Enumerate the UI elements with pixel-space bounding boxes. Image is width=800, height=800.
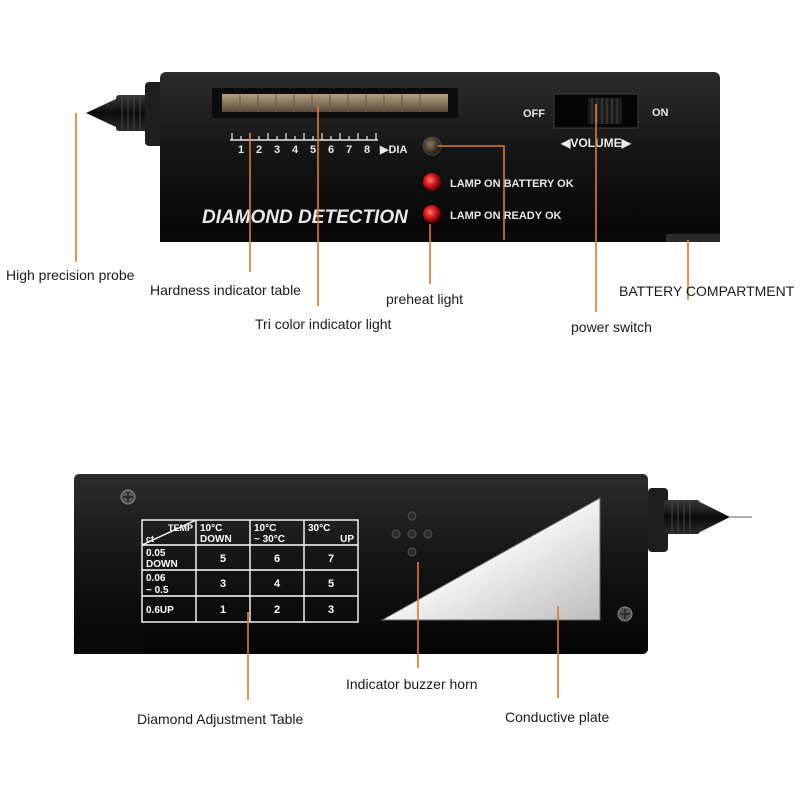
lamp-battery-text: LAMP ON BATTERY OK xyxy=(450,178,574,190)
hardness-indicator-bar xyxy=(212,88,458,118)
table-cell: 2 xyxy=(274,604,280,616)
scale-number: 5 xyxy=(310,144,316,156)
front-device: 1 2 3 4 5 6 7 8 ▶DIA LAMP ON BATTERY OK … xyxy=(86,72,720,242)
adjustment-table: TEMP ct 10°C DOWN 10°C ~ 30°C 30°C UP 0.… xyxy=(141,519,359,623)
label-preheat: preheat light xyxy=(386,291,463,307)
table-cell: 5 xyxy=(328,578,334,590)
battery-led xyxy=(423,173,441,191)
front-probe xyxy=(86,82,167,146)
brand-text: DIAMOND DETECTION xyxy=(202,207,409,228)
table-corner-ct: ct xyxy=(146,534,154,544)
conductive-plate xyxy=(380,497,601,621)
scale-number: 3 xyxy=(274,144,280,156)
label-tri-color: Tri color indicator light xyxy=(255,316,392,332)
table-row-header: DOWN xyxy=(146,559,178,570)
lamp-ready-text: LAMP ON READY OK xyxy=(450,210,561,222)
table-col-header: UP xyxy=(340,534,354,545)
buzzer-holes xyxy=(391,511,433,557)
label-conductive-plate: Conductive plate xyxy=(505,709,610,725)
label-battery: BATTERY COMPARTMENT xyxy=(619,283,795,299)
table-corner-temp: TEMP xyxy=(168,523,193,533)
table-col-header: 10°C xyxy=(200,523,222,534)
switch-off-label: OFF xyxy=(523,108,545,120)
label-hardness-table: Hardness indicator table xyxy=(150,282,301,298)
table-cell: 7 xyxy=(328,553,334,565)
table-col-header: 30°C xyxy=(308,523,330,534)
table-cell: 6 xyxy=(274,553,280,565)
scale-number: 4 xyxy=(292,144,299,156)
label-power-switch: power switch xyxy=(571,319,652,335)
table-col-header: ~ 30°C xyxy=(254,534,285,545)
scale-number: 6 xyxy=(328,144,334,156)
table-cell: 1 xyxy=(220,604,226,616)
table-col-header: DOWN xyxy=(200,534,232,545)
label-buzzer: Indicator buzzer horn xyxy=(346,676,478,692)
scale-number: 7 xyxy=(346,144,352,156)
scale-end-label: ▶DIA xyxy=(379,144,407,156)
scale-number: 1 xyxy=(238,144,244,156)
hardness-scale: 1 2 3 4 5 6 7 8 ▶DIA xyxy=(230,133,407,156)
back-probe xyxy=(648,488,752,552)
back-device: TEMP ct 10°C DOWN 10°C ~ 30°C 30°C UP 0.… xyxy=(74,474,752,654)
power-switch[interactable]: OFF ON ◀VOLUME▶ xyxy=(523,93,669,150)
scale-number: 2 xyxy=(256,144,262,156)
table-cell: 3 xyxy=(220,578,226,590)
back-leaders xyxy=(247,562,559,700)
table-cell: 5 xyxy=(220,553,226,565)
table-row-header: 0.6UP xyxy=(146,605,174,616)
label-adjustment-table: Diamond Adjustment Table xyxy=(137,711,303,727)
table-cell: 3 xyxy=(328,604,334,616)
front-leaders xyxy=(75,104,689,312)
table-row-header: 0.05 xyxy=(146,548,166,559)
switch-on-label: ON xyxy=(652,107,669,119)
table-row-header: ~ 0.5 xyxy=(146,585,169,596)
scale-number: 8 xyxy=(364,144,370,156)
screw xyxy=(617,606,633,622)
table-row-header: 0.06 xyxy=(146,573,166,584)
table-col-header: 10°C xyxy=(254,523,276,534)
ready-led xyxy=(423,205,441,223)
screw xyxy=(120,489,136,505)
label-probe: High precision probe xyxy=(6,267,135,283)
table-cell: 4 xyxy=(274,578,281,590)
